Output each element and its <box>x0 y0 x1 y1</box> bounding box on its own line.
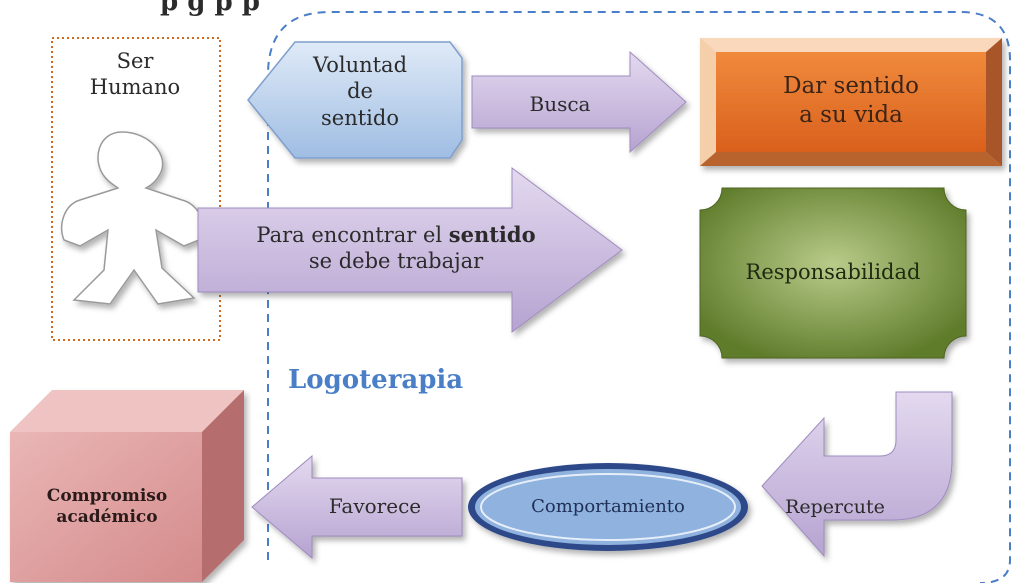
compromiso-cube <box>10 390 244 582</box>
logoterapia-label: Logoterapia <box>288 365 464 395</box>
human-label-line2: Humano <box>89 75 181 100</box>
favorece-label: Favorece <box>328 494 422 518</box>
responsabilidad-shape <box>699 187 967 359</box>
para-encontrar-arrow <box>197 167 623 333</box>
voluntad-label-line2: de <box>347 79 373 104</box>
comportamiento-label: Comportamiento <box>531 496 685 517</box>
para-encontrar-line2: se debe trabajar <box>308 249 484 274</box>
dar-sentido-line1: Dar sentido <box>783 73 919 99</box>
human-figure-icon <box>60 131 206 305</box>
para-encontrar-line1: Para encontrar el sentido <box>206 222 586 248</box>
para-encontrar-pre: Para encontrar el <box>256 223 449 247</box>
compromiso-line2: académico <box>56 507 158 528</box>
compromiso-label: Compromiso académico <box>14 486 200 529</box>
human-label: Ser Humano <box>60 48 210 101</box>
repercute-label: Repercute <box>785 496 885 518</box>
responsabilidad-label: Responsabilidad <box>745 260 921 284</box>
dar-sentido-box <box>700 38 1002 166</box>
repercute-arrow <box>761 391 953 558</box>
compromiso-line1: Compromiso <box>46 486 168 506</box>
busca-label: Busca <box>529 92 591 116</box>
dar-sentido-label: Dar sentido a su vida <box>716 72 986 130</box>
human-label-line1: Ser <box>116 49 154 73</box>
voluntad-label-line3: sentido <box>321 105 399 130</box>
logoterapia-region-border <box>267 11 1011 584</box>
busca-arrow <box>471 50 687 154</box>
comportamiento-ellipse <box>468 463 748 551</box>
voluntad-shape <box>247 41 463 159</box>
dar-sentido-line2: a su vida <box>799 101 903 128</box>
voluntad-label: Voluntad de sentido <box>270 52 450 131</box>
favorece-arrow <box>251 454 463 560</box>
title-partial: p g p p <box>160 0 260 17</box>
voluntad-label-line1: Voluntad <box>312 53 408 77</box>
para-encontrar-bold: sentido <box>448 222 536 247</box>
para-encontrar-label: Para encontrar el sentido se debe trabaj… <box>206 222 586 275</box>
